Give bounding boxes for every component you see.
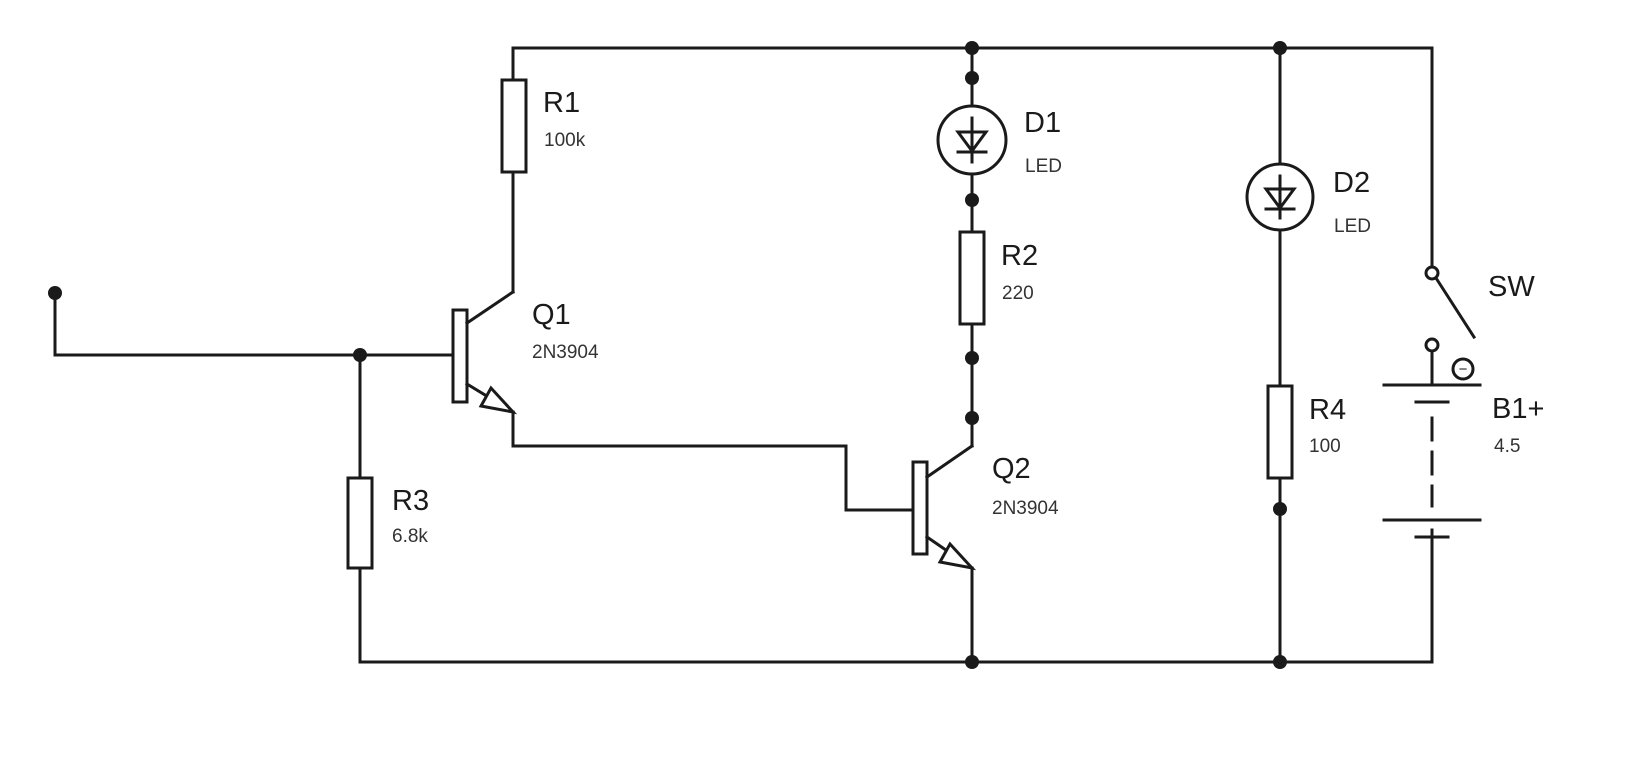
q1-emitter-arrow-icon bbox=[478, 385, 518, 415]
q2-emitter-arrow-icon bbox=[937, 541, 977, 571]
junction-dot bbox=[965, 41, 979, 55]
junction-dot bbox=[965, 71, 979, 85]
junction-dot bbox=[353, 348, 367, 362]
junction-dot bbox=[1273, 655, 1287, 669]
q2-designator: Q2 bbox=[992, 453, 1031, 485]
r1-value: 100k bbox=[544, 130, 586, 151]
battery-minus-icon bbox=[1451, 357, 1475, 381]
b1-designator: B1+ bbox=[1492, 393, 1544, 425]
r4-value: 100 bbox=[1309, 436, 1341, 457]
input-terminal-dot bbox=[48, 286, 62, 300]
battery-minus-sign: − bbox=[1459, 361, 1468, 378]
q1-designator: Q1 bbox=[532, 299, 571, 331]
switch-sw: SW bbox=[1424, 265, 1535, 353]
led-d2: D2 LED bbox=[1245, 162, 1371, 237]
led-d1: D1 LED bbox=[936, 104, 1062, 177]
battery-b1: − B1+ 4.5 bbox=[1382, 357, 1544, 539]
r3-designator: R3 bbox=[392, 485, 429, 517]
wire-input bbox=[53, 291, 455, 357]
junction-dot bbox=[965, 351, 979, 365]
sw-designator: SW bbox=[1488, 271, 1535, 303]
resistor-r2: R2 220 bbox=[958, 230, 1038, 326]
resistor-r1: R1 100k bbox=[500, 78, 586, 174]
wire-bottom-rail bbox=[358, 528, 1434, 664]
b1-value: 4.5 bbox=[1494, 436, 1520, 457]
d1-designator: D1 bbox=[1024, 107, 1061, 139]
r2-designator: R2 bbox=[1001, 240, 1038, 272]
junction-dot bbox=[1273, 41, 1287, 55]
resistor-r3: R3 6.8k bbox=[346, 476, 429, 570]
switch-terminal-top bbox=[1424, 265, 1440, 281]
wires bbox=[53, 46, 1434, 664]
resistor-r4: R4 100 bbox=[1266, 384, 1346, 480]
junctions bbox=[48, 41, 1287, 669]
transistor-q2: Q2 2N3904 bbox=[911, 443, 1059, 571]
junction-dot bbox=[965, 655, 979, 669]
wire-top-rail bbox=[511, 46, 1434, 274]
q2-value: 2N3904 bbox=[992, 498, 1059, 519]
r2-value: 220 bbox=[1002, 283, 1034, 304]
transistor-q1: Q1 2N3904 bbox=[451, 289, 599, 415]
r4-designator: R4 bbox=[1309, 394, 1346, 426]
r3-value: 6.8k bbox=[392, 526, 428, 547]
wire-q1-emitter-to-q2-base bbox=[511, 410, 915, 512]
junction-dot bbox=[965, 411, 979, 425]
d2-value: LED bbox=[1334, 216, 1371, 237]
junction-dot bbox=[965, 193, 979, 207]
r1-designator: R1 bbox=[543, 87, 580, 119]
d1-value: LED bbox=[1025, 156, 1062, 177]
junction-dot bbox=[1273, 502, 1287, 516]
switch-terminal-bottom bbox=[1424, 337, 1440, 353]
q1-value: 2N3904 bbox=[532, 342, 599, 363]
d2-designator: D2 bbox=[1333, 167, 1370, 199]
